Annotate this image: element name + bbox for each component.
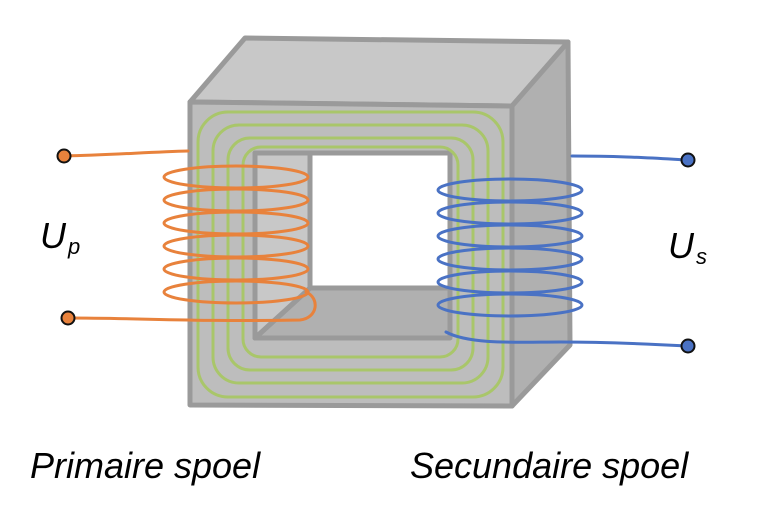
secondary-coil [436,152,696,354]
secondary-lead-top [570,154,690,162]
secondary-voltage-label: Us [668,225,707,269]
core-window-left-face [252,150,313,341]
coil-turn [162,279,310,305]
primary-lead-bottom [66,290,317,323]
primary-voltage-symbol: U [40,215,67,256]
secondary-lead-bottom [444,330,690,348]
flux-line [226,136,475,372]
core-top-face [187,35,571,109]
coil-turn [436,292,584,318]
secondary-voltage-symbol: U [668,225,695,266]
primary-terminal-bottom[interactable] [60,310,76,326]
secondary-terminal-bottom[interactable] [680,338,696,354]
primary-terminal-top[interactable] [56,148,72,164]
secondary-terminal-top[interactable] [680,152,696,168]
primary-coil-caption: Primaire spoel [30,445,261,486]
flux-line [211,123,490,385]
primary-coil [56,148,317,326]
primary-voltage-label: Up [40,215,80,259]
primary-turns [162,164,310,305]
primary-lead-top [62,149,190,158]
secondary-voltage-subscript: s [696,244,707,269]
secondary-turns [436,177,584,318]
secondary-coil-caption: Secundaire spoel [410,445,689,486]
primary-voltage-subscript: p [67,234,80,259]
